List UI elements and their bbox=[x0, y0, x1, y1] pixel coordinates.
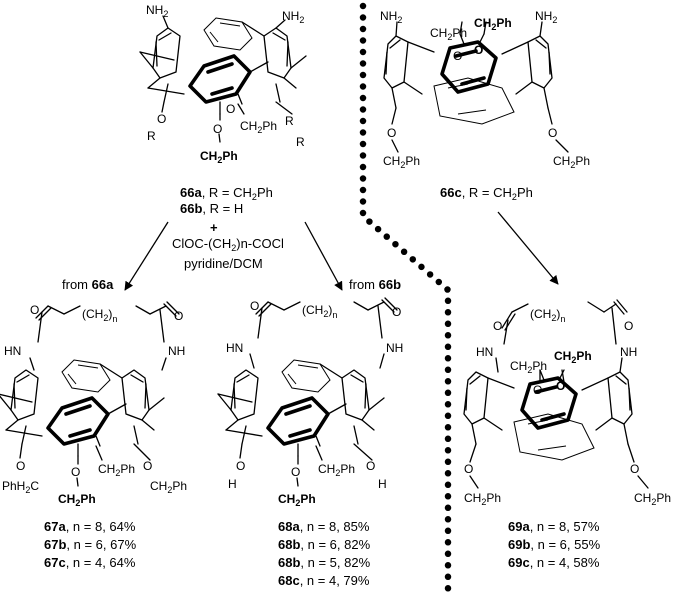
oxygen-label: O bbox=[174, 309, 183, 323]
ch2ph-label: CH2Ph bbox=[553, 154, 590, 170]
yields-68: 68a, n = 8, 85% 68b, n = 6, 82% 68b, n =… bbox=[278, 519, 371, 588]
ch2ph-label: CH2Ph bbox=[510, 359, 547, 375]
reaction-arrow-66a bbox=[124, 221, 169, 291]
ch2ph-label: CH2Ph bbox=[58, 492, 96, 508]
arrow-label-from-66b: from 66b bbox=[349, 277, 401, 292]
yield-69-2: 69c, n = 4, 58% bbox=[508, 555, 600, 570]
structure-66ab: NH2 NH2 O R O CH2Ph O CH2Ph R R bbox=[138, 3, 308, 165]
compound-66c-label: 66c, R = CH2Ph bbox=[440, 185, 533, 202]
oxygen-label: O bbox=[392, 305, 401, 319]
hydrogen-label: H bbox=[228, 477, 237, 491]
r-label: R bbox=[285, 114, 294, 128]
nh2-label-left: NH2 bbox=[380, 9, 402, 25]
ch2ph-label: CH2Ph bbox=[240, 119, 277, 135]
nh2-label-left: NH2 bbox=[146, 3, 168, 19]
hn-label: HN bbox=[476, 345, 493, 359]
hn-label: HN bbox=[4, 344, 21, 358]
yield-69-1: 69b, n = 6, 55% bbox=[508, 537, 601, 552]
ch2ph-label: CH2Ph bbox=[430, 26, 467, 42]
linker-chain-label: (CH2)n bbox=[82, 307, 117, 324]
oxygen-label: O bbox=[453, 49, 462, 63]
oxygen-label: O bbox=[213, 122, 222, 136]
r-label: R bbox=[147, 129, 156, 143]
oxygen-label: O bbox=[464, 462, 473, 476]
arrow-label-from-66a: from 66a bbox=[62, 277, 114, 292]
yields-67: 67a, n = 8, 64% 67b, n = 6, 67% 67c, n =… bbox=[44, 519, 137, 570]
oxygen-label: O bbox=[71, 465, 80, 479]
reagent-acid-chloride: ClOC-(CH2)n-COCl bbox=[172, 236, 284, 253]
ch2ph-label: CH2Ph bbox=[318, 462, 355, 478]
oxygen-label: O bbox=[474, 43, 483, 57]
structure-67: O O (CH2)n HN NH O PhH2C O CH2Ph CH2Ph O… bbox=[0, 301, 187, 508]
yield-67-1: 67b, n = 6, 67% bbox=[44, 537, 137, 552]
structure-66c: NH2 NH2 CH2Ph CH2Ph O O O O CH2Ph CH2Ph bbox=[380, 9, 590, 170]
yields-69: 69a, n = 8, 57% 69b, n = 6, 55% 69c, n =… bbox=[508, 519, 601, 570]
nh-label: NH bbox=[168, 344, 185, 358]
ch2ph-label: CH2Ph bbox=[98, 462, 135, 478]
phh2c-label: PhH2C bbox=[2, 479, 39, 495]
oxygen-label: O bbox=[624, 319, 633, 333]
linker-chain-label: (CH2)n bbox=[302, 303, 337, 320]
plus-sign: + bbox=[210, 220, 218, 235]
reagent-conditions: pyridine/DCM bbox=[184, 256, 263, 271]
yield-67-0: 67a, n = 8, 64% bbox=[44, 519, 136, 534]
ch2ph-label: CH2Ph bbox=[474, 16, 512, 32]
dotted-divider bbox=[359, 2, 452, 599]
nh-label: NH bbox=[386, 341, 403, 355]
oxygen-label: O bbox=[366, 459, 375, 473]
oxygen-label: O bbox=[387, 126, 396, 140]
linker-chain-label: (CH2)n bbox=[530, 307, 565, 324]
ch2ph-label: CH2Ph bbox=[634, 491, 671, 507]
yield-68-3: 68c, n = 4, 79% bbox=[278, 573, 370, 588]
structure-69: O O (CH2)n HN NH CH2Ph CH2Ph O O O O CH2… bbox=[462, 299, 671, 507]
yield-69-0: 69a, n = 8, 57% bbox=[508, 519, 600, 534]
oxygen-label: O bbox=[226, 102, 235, 116]
oxygen-label: O bbox=[157, 112, 166, 126]
yield-67-2: 67c, n = 4, 64% bbox=[44, 555, 136, 570]
reaction-arrow-66c bbox=[497, 211, 559, 285]
oxygen-label: O bbox=[493, 319, 502, 333]
oxygen-label: O bbox=[556, 379, 565, 393]
hn-label: HN bbox=[226, 341, 243, 355]
ch2ph-label: CH2Ph bbox=[278, 492, 316, 508]
oxygen-label: O bbox=[291, 465, 300, 479]
reaction-arrow-66b bbox=[304, 221, 343, 291]
oxygen-label: O bbox=[143, 459, 152, 473]
yield-68-2: 68b, n = 5, 82% bbox=[278, 555, 371, 570]
oxygen-label: O bbox=[236, 459, 245, 473]
nh2-label-right: NH2 bbox=[535, 9, 557, 25]
ch2ph-label: CH2Ph bbox=[554, 349, 592, 365]
ch2ph-label: CH2Ph bbox=[383, 154, 420, 170]
yield-68-1: 68b, n = 6, 82% bbox=[278, 537, 371, 552]
ch2ph-label: CH2Ph bbox=[200, 149, 238, 165]
compound-66b-label: 66b, R = H bbox=[180, 201, 243, 216]
nh2-label-right: NH2 bbox=[282, 9, 304, 25]
oxygen-label: O bbox=[30, 303, 39, 317]
oxygen-label: O bbox=[533, 383, 542, 397]
structure-68: O O (CH2)n HN NH O H O CH2Ph CH2Ph O H bbox=[216, 297, 403, 508]
hydrogen-label: H bbox=[378, 477, 387, 491]
nh-label: NH bbox=[620, 345, 637, 359]
ch2ph-label: CH2Ph bbox=[150, 479, 187, 495]
yield-68-0: 68a, n = 8, 85% bbox=[278, 519, 370, 534]
oxygen-label: O bbox=[548, 126, 557, 140]
compound-66a-label: 66a, R = CH2Ph bbox=[180, 185, 273, 202]
oxygen-label: O bbox=[630, 462, 639, 476]
ch2ph-label: CH2Ph bbox=[464, 491, 501, 507]
r-label: R bbox=[296, 135, 305, 149]
oxygen-label: O bbox=[16, 459, 25, 473]
oxygen-label: O bbox=[250, 299, 259, 313]
